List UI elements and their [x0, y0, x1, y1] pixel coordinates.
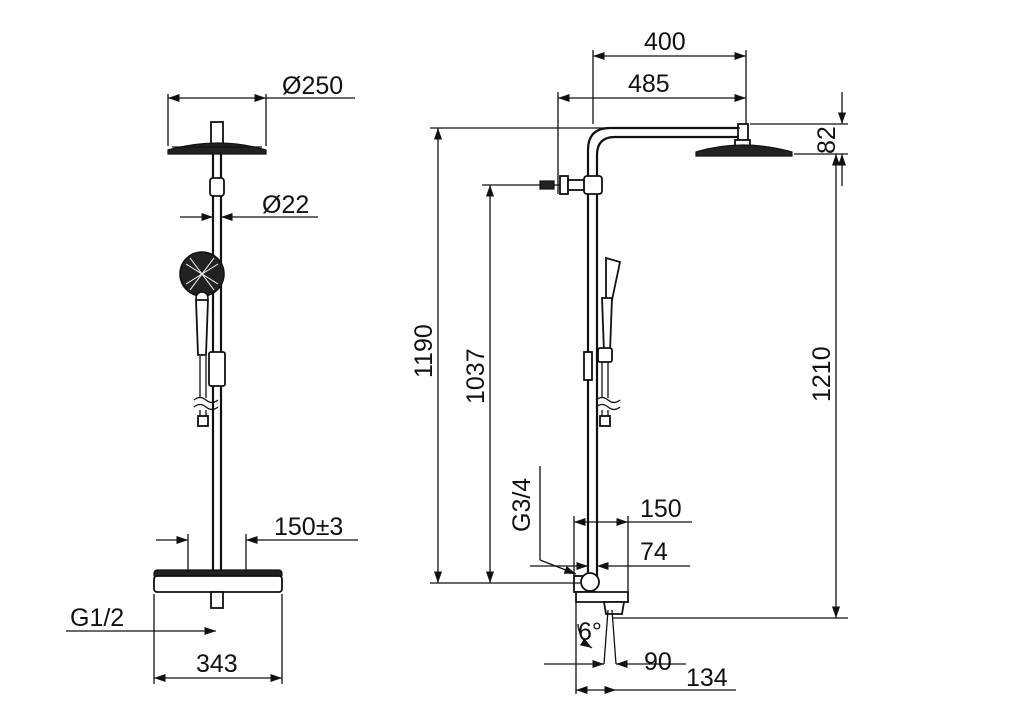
dim-total-height: 1190 [410, 127, 740, 584]
dim-arm-length: 400 [592, 28, 747, 124]
label-outlet-thread: G3/4 [508, 478, 536, 532]
mixer-side [573, 572, 629, 615]
hand-shower [179, 251, 225, 356]
label-arm-length: 400 [644, 28, 686, 56]
label-mixer-depth: 150 [640, 495, 682, 523]
label-spout-offset: 90 [644, 648, 672, 676]
label-wall-offset: 74 [640, 538, 668, 566]
label-inlet-spacing: 150±3 [274, 513, 343, 541]
shower-head-front [167, 121, 267, 155]
pipe-joint [209, 177, 225, 197]
label-spout-depth: 134 [686, 664, 728, 692]
dim-head-diameter: Ø250 [167, 72, 355, 146]
dim-mixer-depth: 150 [573, 495, 692, 592]
dim-spout-angle: 6° [577, 609, 617, 665]
label-inlet-thread: G1/2 [70, 604, 124, 632]
label-spout-angle: 6° [578, 618, 602, 646]
dim-spout-depth: 134 [576, 664, 736, 695]
slide-holder [208, 351, 226, 387]
label-head-drop: 82 [813, 126, 841, 154]
label-arm-reach: 485 [628, 70, 670, 98]
label-total-height: 1190 [410, 324, 438, 378]
wall-bracket [539, 175, 603, 195]
label-holder-height: 1037 [462, 348, 490, 404]
dim-wall-offset: 74 [530, 538, 690, 571]
label-pipe-diameter: Ø22 [262, 191, 309, 219]
dim-head-height: 1210 [612, 154, 848, 619]
dim-holder-height: 1037 [462, 184, 540, 583]
dim-spout-offset: 90 [544, 602, 686, 694]
dim-arm-reach: 485 [557, 70, 746, 194]
dim-inlet-thread: G1/2 [66, 604, 216, 636]
dim-outlet-thread: G3/4 [508, 466, 577, 575]
label-head-diameter: Ø250 [282, 72, 343, 100]
hand-shower-side [583, 256, 622, 381]
hose-side [595, 362, 621, 427]
shower-head-side [695, 139, 793, 157]
hose [193, 356, 219, 427]
label-mixer-width: 343 [196, 650, 238, 678]
dim-pipe-diameter: Ø22 [180, 191, 318, 222]
dim-inlet-spacing: 150±3 [156, 513, 358, 572]
label-head-height: 1210 [808, 346, 836, 402]
dim-head-drop: 82 [750, 92, 848, 186]
thermostat-mixer-front [153, 569, 283, 609]
side-view: 400 485 82 1190 1037 [410, 28, 848, 695]
dim-mixer-width: 343 [153, 594, 283, 684]
front-view: Ø250 Ø22 150±3 G1/2 343 [66, 72, 358, 684]
